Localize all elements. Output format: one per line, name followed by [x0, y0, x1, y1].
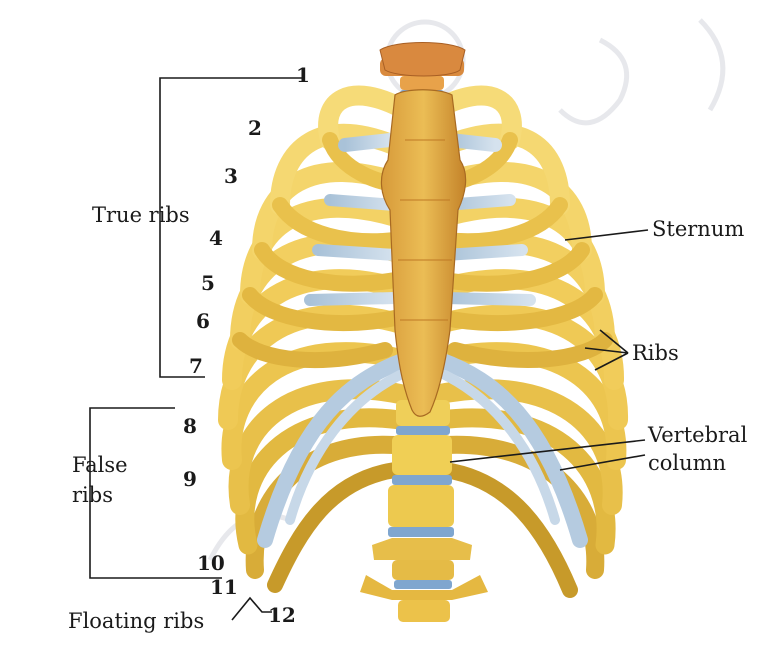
- label-ribs: Ribs: [632, 341, 679, 365]
- transverse-process: [372, 538, 472, 560]
- rib-number: 10: [197, 551, 225, 575]
- rib-number: 12: [268, 603, 296, 627]
- rib-number: 5: [201, 271, 215, 295]
- rib-left-10: [235, 408, 410, 555]
- anterior-ribs: [232, 132, 613, 369]
- rib-right-9: [425, 379, 623, 515]
- vertebra: [398, 600, 450, 622]
- label-false-1: False: [72, 453, 128, 477]
- ribs-leader-c: [594, 352, 629, 371]
- rib-number: 11: [210, 575, 238, 599]
- costal-cartilages: [257, 133, 588, 548]
- manubrium: [379, 42, 466, 77]
- vertebral-leader-b: [559, 454, 646, 471]
- rib-number: 2: [248, 116, 262, 140]
- vertebra: [388, 485, 454, 527]
- label-floating-ribs: Floating ribs: [68, 609, 204, 633]
- rib-number: 1: [296, 63, 310, 87]
- intervertebral-disc: [396, 426, 450, 435]
- rib-number: 7: [189, 354, 203, 378]
- floating-ribs-leader: [231, 596, 272, 621]
- rib-right-12: [437, 462, 578, 598]
- labels: True ribs False ribs Floating ribs Stern…: [68, 203, 748, 633]
- sternum-body: [380, 89, 467, 417]
- rib-number: 4: [209, 226, 223, 250]
- annotation-lines: [89, 77, 649, 621]
- rib-number: 6: [196, 309, 210, 333]
- label-false-2: ribs: [72, 483, 113, 507]
- label-column: column: [648, 451, 726, 475]
- right-ribs: [425, 85, 629, 598]
- vertebra: [392, 560, 454, 580]
- label-sternum: Sternum: [652, 217, 744, 241]
- rib-left-1: [318, 85, 415, 150]
- sternum-leader: [564, 229, 649, 241]
- label-vertebral: Vertebral: [647, 423, 748, 447]
- false-ribs-bracket: [89, 407, 222, 579]
- vertebra: [392, 435, 452, 475]
- rib-numbers: 1 2 3 4 5 6 7 8 9 10 11 12: [183, 63, 310, 627]
- sternum-bone: [379, 42, 467, 417]
- intervertebral-disc: [392, 475, 452, 485]
- label-true-ribs: True ribs: [92, 203, 190, 227]
- rib-number: 3: [224, 164, 238, 188]
- ribs-leader-b: [584, 347, 629, 354]
- true-ribs-bracket: [159, 77, 305, 378]
- transverse-process: [360, 575, 488, 600]
- ribs-leader-a: [599, 329, 629, 354]
- vertebral-column: [360, 44, 488, 622]
- intervertebral-disc: [394, 580, 452, 589]
- vertebra: [400, 76, 444, 90]
- intervertebral-disc: [388, 527, 454, 537]
- rib-number: 8: [183, 414, 197, 438]
- rib-left-12: [267, 462, 403, 593]
- ribs-group: [218, 85, 629, 598]
- vertebral-leader-a: [449, 439, 646, 463]
- rib-number: 9: [183, 467, 197, 491]
